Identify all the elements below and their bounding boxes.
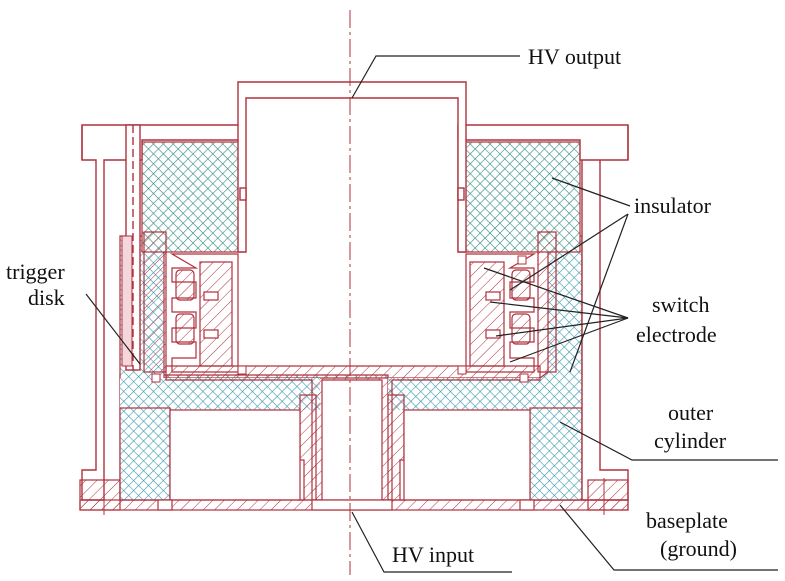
label-trigger-line1: trigger [6,259,65,284]
label-trigger-line2: disk [28,285,65,310]
hv-output-conductor [237,81,467,253]
label-hv-input: HV input [392,542,474,567]
label-outer-line2: cylinder [654,428,727,453]
upper-insulator [141,141,581,253]
baseplate [79,478,629,515]
label-switch-line1: switch [652,292,709,317]
switch-electrodes-right [465,253,537,373]
switch-electrodes-left [169,253,239,373]
hv-input-conductor [165,365,541,501]
label-outer-line1: outer [668,400,714,425]
marker-squares [151,255,529,383]
bottom-cavities [169,409,531,501]
label-insulator: insulator [634,193,712,218]
label-switch-line2: electrode [636,322,717,347]
label-base-line1: baseplate [646,508,728,533]
trigger-disk [121,231,167,373]
right-housing [537,231,557,373]
leader-lines [85,55,778,573]
label-base-line2: (ground) [660,536,737,561]
label-hv-output: HV output [528,44,621,69]
